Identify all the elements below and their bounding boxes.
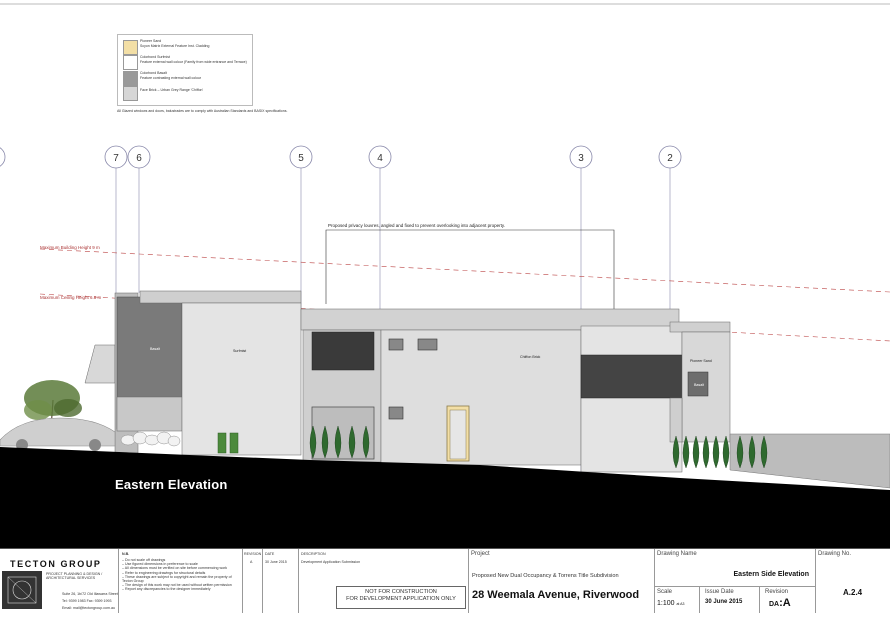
company-logo [2, 571, 42, 609]
elevation-title: Eastern Elevation [115, 477, 228, 492]
conifer [748, 435, 756, 469]
conifer [702, 435, 710, 469]
conifer [348, 425, 356, 459]
project-address: 28 Weemala Avenue, Riverwood [472, 589, 640, 601]
note-line: – Report any discrepancies to the design… [122, 587, 211, 592]
grid-label-6: 6 [136, 153, 142, 164]
legend-swatch-basalt [123, 71, 138, 86]
svg-text:Basalt: Basalt [694, 383, 704, 387]
tree-left [24, 380, 82, 444]
note-line: – Use figured dimensions in preference t… [122, 562, 198, 567]
note-line: – Refer to engineering drawings for stru… [122, 570, 206, 575]
conifer [362, 425, 370, 459]
conifer [672, 435, 680, 469]
description-col: DESCRIPTION Development Application Subm… [298, 549, 469, 613]
conifer [682, 435, 690, 469]
elevation-drawing: 7 6 5 4 3 2 Maximum Building Height 9 m Maxim… [0, 3, 890, 548]
legend-swatch-surfmist [123, 55, 138, 70]
grid-bubble-5 [289, 145, 313, 169]
grid-lines: 7 6 5 4 3 2 [104, 145, 682, 472]
grid-label-3: 3 [578, 153, 584, 164]
drawing-name: Eastern Side Elevation [733, 571, 809, 578]
note-line: – All dimensions must be verified on sit… [122, 566, 228, 571]
svg-text:Pioneer Sand: Pioneer Sand [690, 359, 712, 363]
max-building-line [39, 248, 890, 293]
conifer [736, 435, 744, 469]
drawing-no-cell: Drawing No. A.2.4 [818, 551, 863, 597]
company-name: TECTON GROUP [10, 559, 102, 569]
svg-text:Surfmist: Surfmist [233, 349, 246, 353]
conifer [692, 435, 700, 469]
grid-bubble-7 [104, 145, 128, 169]
drawing-number: A.2.4 [843, 588, 863, 597]
note-line: – These drawings are subject to copyrigh… [122, 574, 232, 584]
project-cell: Project Proposed New Dual Occupancy & To… [468, 549, 655, 613]
title-block: TECTON GROUP PROJECT PLANNING & DESIGN /… [0, 548, 890, 619]
max-ceiling-label: Maximum Ceiling Height 6.8 m [40, 295, 102, 300]
grid-bubble-4 [368, 145, 392, 169]
grid-bubble-2 [658, 145, 682, 169]
conifer [321, 425, 329, 459]
max-building-label: Maximum Building Height 9 m [40, 245, 100, 250]
grid-label-7: 7 [113, 153, 119, 164]
ground [0, 447, 890, 548]
legend-swatch-brick [123, 86, 138, 101]
svg-text:Basalt: Basalt [150, 347, 160, 351]
legend-swatch-sand [123, 40, 138, 55]
privacy-note: Proposed privacy louvres, angled and fix… [328, 223, 505, 228]
conifer-row [309, 425, 768, 469]
conifer [309, 425, 317, 459]
legend-note: All Glazed windows and doors, balustrade… [117, 109, 288, 113]
project-description: Proposed New Dual Occupancy & Torrens Ti… [472, 573, 619, 579]
conifer [722, 435, 730, 469]
grid-label-5: 5 [298, 153, 304, 164]
note-line: – Do not scale off drawings [122, 558, 166, 562]
grid-label-4: 4 [377, 153, 383, 164]
notes-cell: N.B. – Do not scale off drawings– Use fi… [118, 549, 243, 613]
drawing-cell: Drawing Name Eastern Side Elevation Scal… [654, 549, 816, 613]
conifer [760, 435, 768, 469]
note-line: – The design of this work may not be use… [122, 583, 232, 588]
conifer [712, 435, 720, 469]
privacy-louvres-left [311, 331, 375, 371]
elevation-svg: 7 6 5 4 3 2 Maximum Building Height 9 m Maxim… [0, 3, 890, 548]
grid-bubble-3 [569, 145, 593, 169]
car [0, 417, 116, 447]
conifer [334, 425, 342, 459]
grid-label-2: 2 [667, 153, 673, 164]
company-cell: TECTON GROUP PROJECT PLANNING & DESIGN /… [0, 549, 119, 613]
privacy-louvres-right [580, 354, 683, 399]
grid-bubble-6 [127, 145, 151, 169]
date-col: DATE 30 June 2015 [262, 549, 299, 613]
revision-col: REVISION A [242, 549, 263, 613]
svg-text:Chiffon Brick: Chiffon Brick [520, 355, 541, 359]
